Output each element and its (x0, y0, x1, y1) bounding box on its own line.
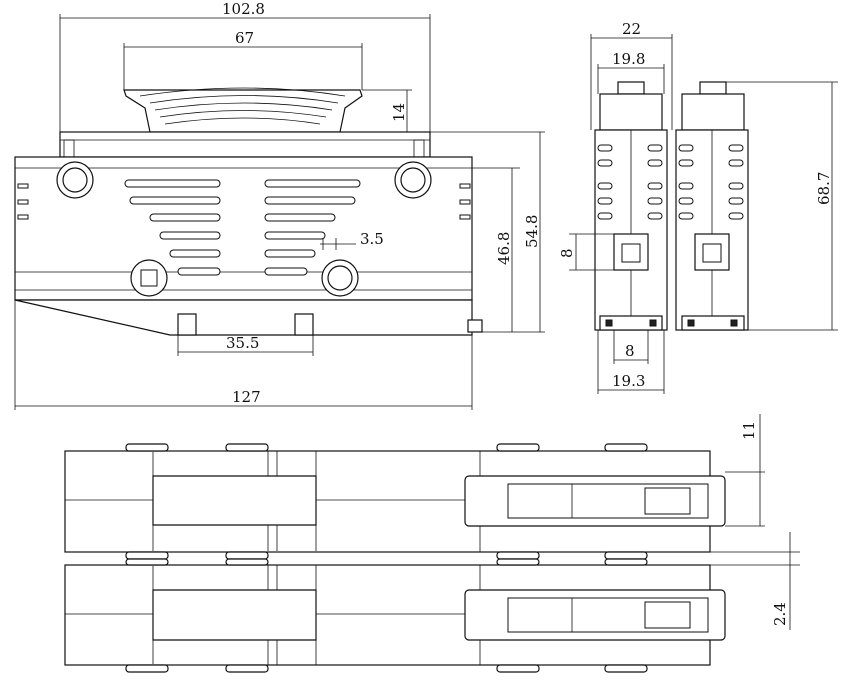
vent-slots-right (264, 179, 361, 276)
front-view: 102.8 67 14 46.8 54.8 3.5 35.5 127 (14, 0, 545, 410)
dim-side-total-height: 68.7 (815, 172, 833, 205)
dim-plan-module-height: 11 (740, 421, 758, 440)
dim-slot-width: 3.5 (360, 230, 384, 248)
dim-foot-span: 35.5 (226, 334, 259, 352)
side-view: 22 19.8 8 8 19.3 68.7 (558, 20, 838, 394)
dim-side-outer-width: 22 (622, 20, 641, 38)
dim-clip-width: 67 (235, 29, 254, 47)
vent-slots-left (124, 179, 221, 276)
dim-side-window-width: 8 (625, 342, 635, 360)
dim-total-height: 54.8 (523, 215, 541, 248)
dim-body-height: 46.8 (495, 232, 513, 265)
dim-overall-length: 127 (232, 388, 261, 406)
dim-overall-top-width: 102.8 (222, 0, 265, 18)
dim-side-inner-width: 19.8 (612, 50, 645, 68)
plan-view: 11 2.4 (64, 414, 800, 673)
dim-plan-gap: 2.4 (771, 602, 789, 626)
dim-side-window-height: 8 (558, 248, 576, 258)
dim-side-base-width: 19.3 (612, 372, 645, 390)
top-clip (123, 89, 363, 133)
dim-clip-height: 14 (390, 103, 408, 122)
screw-terminal-icon (56, 161, 432, 297)
